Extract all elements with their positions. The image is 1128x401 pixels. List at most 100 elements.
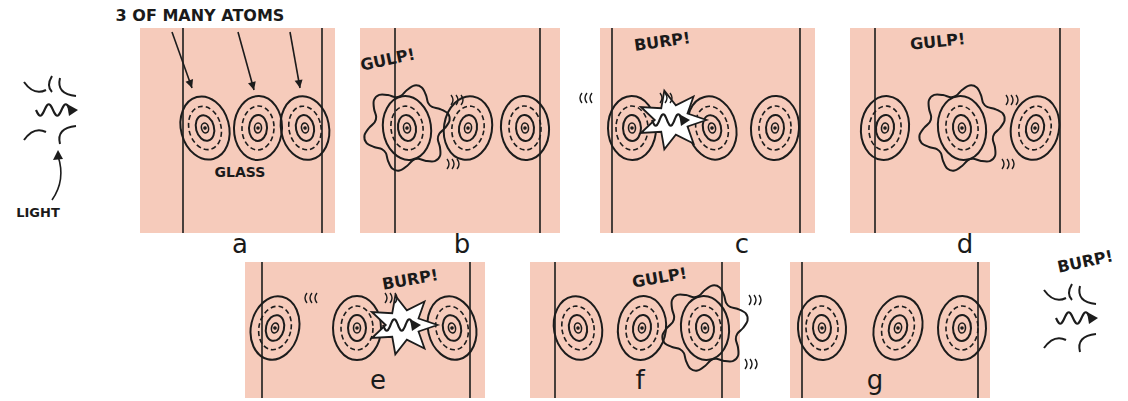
- nucleus: [355, 326, 359, 330]
- light-arrowhead: [1087, 312, 1098, 324]
- vibration-mark: [1016, 95, 1018, 105]
- electron-orbit: [440, 313, 463, 342]
- glass-surface: [469, 262, 471, 398]
- electron-orbit: [958, 123, 966, 134]
- atom: [499, 94, 551, 161]
- glass-panel: [360, 28, 560, 233]
- nucleus: [466, 126, 470, 130]
- leader-arrowhead: [295, 79, 304, 88]
- vibration-mark: [451, 95, 453, 105]
- vibration-mark: [395, 293, 397, 303]
- electron-orbit: [403, 123, 411, 134]
- electron-orbit: [858, 94, 912, 163]
- panel-letter: e: [370, 367, 386, 393]
- nucleus: [450, 326, 454, 330]
- atom: [858, 94, 912, 163]
- vibration-mark: [749, 295, 751, 305]
- electron-orbit: [812, 315, 831, 342]
- leader-arrowhead: [248, 81, 258, 91]
- electron-orbit: [616, 106, 649, 151]
- leader-arrowhead: [186, 79, 196, 89]
- electron-orbit: [379, 93, 435, 163]
- electron-orbit: [943, 104, 980, 152]
- electron-orbit: [193, 113, 217, 143]
- nucleus: [256, 126, 260, 130]
- atom: [796, 295, 847, 361]
- vibration-mark: [580, 93, 582, 103]
- vibration-mark: [759, 295, 761, 305]
- light-pointer: [52, 156, 61, 200]
- electron-orbit: [301, 122, 310, 133]
- light-ray: [1069, 284, 1072, 300]
- electron-orbit: [249, 115, 268, 142]
- electron-orbit: [877, 303, 919, 353]
- electron-orbit: [499, 94, 551, 161]
- nucleus: [960, 126, 964, 130]
- vibration-mark: [670, 93, 672, 103]
- electron-orbit: [687, 304, 723, 351]
- glass-panel: [790, 262, 990, 398]
- electron-orbit: [285, 103, 325, 152]
- vibration-mark: [1011, 95, 1013, 105]
- electron-orbit: [184, 103, 226, 154]
- excitation-outline: [662, 285, 747, 370]
- electron-orbit: [233, 95, 283, 161]
- vibration-mark: [385, 293, 387, 303]
- electron-orbit: [678, 294, 732, 363]
- electron-orbit: [1024, 114, 1046, 143]
- atom: [1006, 92, 1064, 163]
- electron-orbit: [701, 323, 709, 334]
- glass-panel: [530, 262, 761, 398]
- annotation-text: GLASS: [215, 165, 266, 179]
- electron-orbit: [464, 123, 472, 134]
- electron-orbit: [558, 304, 597, 353]
- electron-orbit: [574, 322, 583, 333]
- vibration-mark: [660, 93, 662, 103]
- vibration-mark: [745, 359, 747, 369]
- electron-orbit: [805, 305, 839, 351]
- electron-orbit: [521, 123, 529, 133]
- vibration-mark: [310, 293, 312, 303]
- atom: [937, 296, 986, 361]
- panel-letter: c: [735, 231, 749, 257]
- electron-orbit: [294, 114, 317, 143]
- electron-orbit: [449, 104, 487, 152]
- electron-orbit: [818, 323, 826, 333]
- electron-orbit: [200, 122, 209, 133]
- nucleus: [203, 126, 207, 130]
- vibration-mark: [585, 93, 587, 103]
- atom: [244, 291, 305, 364]
- light-ray: [49, 76, 52, 92]
- atom: [333, 296, 381, 360]
- electron-orbit: [348, 315, 366, 341]
- vibration-mark: [447, 159, 449, 169]
- annotation-text: BURP!: [1056, 248, 1115, 275]
- nucleus: [523, 126, 527, 130]
- electron-orbit: [1006, 92, 1064, 163]
- electron-orbit: [700, 113, 724, 143]
- glass-panel: [244, 262, 485, 398]
- glass-surface: [182, 28, 184, 233]
- excitation-outline: [919, 85, 1004, 170]
- electron-orbit: [614, 293, 669, 362]
- photon-burst: [641, 91, 707, 149]
- electron-orbit: [951, 114, 972, 142]
- vibration-mark: [1007, 159, 1009, 169]
- electron-orbit: [771, 123, 779, 133]
- panel-letter: a: [232, 231, 248, 257]
- leader-line: [238, 32, 254, 90]
- glass-surface: [261, 262, 263, 398]
- electron-orbit: [691, 103, 733, 153]
- electron-orbit: [333, 296, 381, 360]
- electron-orbit: [241, 105, 275, 150]
- glass-slab: [530, 262, 740, 398]
- nucleus: [773, 126, 777, 130]
- light-pointer-head: [53, 150, 63, 160]
- electron-orbit: [937, 296, 986, 361]
- vibration-mark: [1006, 95, 1008, 105]
- electron-orbit: [457, 114, 479, 142]
- glass-panel: [850, 28, 1080, 233]
- electron-orbit: [263, 313, 286, 342]
- electron-orbit: [628, 123, 635, 133]
